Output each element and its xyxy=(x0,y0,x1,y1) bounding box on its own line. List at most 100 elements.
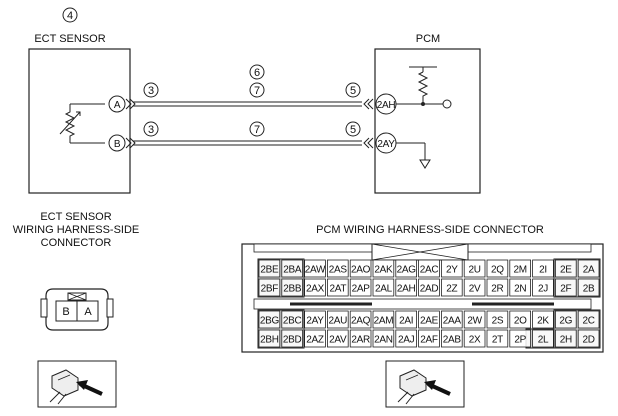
probe-icon-right xyxy=(385,360,465,408)
pcm-pin-cell xyxy=(440,310,463,329)
pcm-pin-cell xyxy=(509,259,531,278)
pcm-pin-cell xyxy=(418,310,440,329)
pcm-pin-label: 2H xyxy=(560,335,572,346)
pcm-pin-label: 2K xyxy=(537,316,549,327)
pcm-pin-cell xyxy=(372,329,395,348)
pcm-pin-cell xyxy=(304,310,326,329)
pcm-pin-cell xyxy=(463,278,486,297)
pcm-pin-label: 2AC xyxy=(420,265,439,276)
pcm-pin-cell xyxy=(555,310,577,329)
pcm-pin-label: 2AZ xyxy=(306,335,324,346)
pcm-pin-label: 2BA xyxy=(283,265,302,276)
pcm-pin-label: 2AS xyxy=(329,265,348,276)
pcm-pin-label: 2AP xyxy=(352,284,371,295)
pcm-pin-cell xyxy=(463,259,486,278)
pcm-pin-label: 2AK xyxy=(374,265,393,276)
pcm-pin-cell xyxy=(532,310,554,329)
pcm-side-chevrons xyxy=(363,98,374,149)
pcm-pin-cell xyxy=(486,259,509,278)
svg-text:7: 7 xyxy=(254,124,260,136)
ect-terminal-b: B xyxy=(108,134,126,152)
pcm-pin-cell xyxy=(532,329,554,348)
pcm-pin-label: 2T xyxy=(492,335,503,346)
ect-sensor-title: ECT SENSOR xyxy=(34,33,105,45)
svg-text:A: A xyxy=(114,100,121,111)
pcm-pin-label: 2Y xyxy=(446,265,458,276)
pcm-pin-label: 2AT xyxy=(329,284,346,295)
pcm-pin-cell xyxy=(532,278,554,297)
pcm-pin-cell xyxy=(372,278,395,297)
pcm-pin-cell xyxy=(258,310,281,329)
pcm-pin-label: 2AR xyxy=(351,335,370,346)
pcm-pin-label: 2A xyxy=(583,265,595,276)
ect-connector-face: B A xyxy=(40,288,114,331)
svg-text:5: 5 xyxy=(350,85,356,97)
ect-connector-caption-2: WIRING HARNESS-SIDE xyxy=(13,224,140,236)
pcm-pin-cell xyxy=(486,278,509,297)
pcm-pin-label: 2P xyxy=(514,335,526,346)
pcm-pin-label: 2AA xyxy=(443,316,462,327)
pcm-pin-label: 2AM xyxy=(374,316,394,327)
pcm-pin-cell xyxy=(577,329,600,348)
pcm-pin-cell xyxy=(304,259,326,278)
svg-text:2AH: 2AH xyxy=(377,100,396,111)
pcm-pin-cell xyxy=(555,259,577,278)
pcm-pin-label: 2AY xyxy=(306,316,324,327)
pcm-pin-cell xyxy=(577,278,600,297)
pcm-pin-cell xyxy=(418,278,440,297)
svg-text:3: 3 xyxy=(148,124,154,136)
pcm-pin-label: 2C xyxy=(583,316,595,327)
pcm-pin-cell xyxy=(304,329,326,348)
svg-text:4: 4 xyxy=(67,10,73,22)
pcm-pin-cell xyxy=(395,259,417,278)
pcm-pin-label: 2B xyxy=(583,284,595,295)
pcm-pin-label: 2AF xyxy=(420,335,438,346)
pcm-pin-label: 2O xyxy=(514,316,527,327)
probe-icon-left xyxy=(37,360,117,408)
pcm-pin-label: 2AL xyxy=(375,284,393,295)
pcm-pin-label: 2J xyxy=(538,284,548,295)
pcm-pin-cell xyxy=(395,310,417,329)
pcm-pin-cell xyxy=(395,329,417,348)
wire-b xyxy=(133,140,362,146)
pcm-pin-cell xyxy=(349,278,372,297)
wire-number-right-b: 5 xyxy=(345,121,361,137)
pcm-pin-label: 2AE xyxy=(420,316,439,327)
pcm-pin-label: 2AH xyxy=(397,284,416,295)
pcm-pin-cell xyxy=(372,310,395,329)
pcm-pin-label: 2AB xyxy=(443,335,462,346)
wire-number-mid-7-top: 7 xyxy=(249,82,265,98)
pcm-pin-cell xyxy=(326,310,349,329)
pcm-pin-label: 2F xyxy=(560,284,571,295)
pcm-pin-cell xyxy=(555,329,577,348)
pcm-pin-label: 2U xyxy=(469,265,481,276)
thermistor-icon xyxy=(59,103,105,144)
pcm-pin-cell xyxy=(555,278,577,297)
svg-text:3: 3 xyxy=(148,85,154,97)
pcm-internal-circuit xyxy=(396,66,452,169)
svg-text:6: 6 xyxy=(254,67,260,79)
pcm-pin-label: 2Z xyxy=(446,284,457,295)
pcm-pin-cell xyxy=(463,310,486,329)
pcm-pin-label: 2AN xyxy=(374,335,393,346)
pcm-pin-label: 2AX xyxy=(306,284,325,295)
pcm-pin-cell xyxy=(258,278,281,297)
pcm-pin-cell xyxy=(486,310,509,329)
pcm-pin-cell xyxy=(281,259,303,278)
pcm-pin-label: 2G xyxy=(559,316,572,327)
pcm-pin-label: 2AG xyxy=(397,265,417,276)
pcm-pin-label: 2AU xyxy=(329,316,348,327)
pcm-pin-cell xyxy=(304,278,326,297)
wire-number-right-a: 5 xyxy=(345,82,361,98)
pcm-pin-cell xyxy=(577,259,600,278)
pcm-pin-cell xyxy=(418,329,440,348)
pcm-pin-label: 2BF xyxy=(261,284,279,295)
pcm-pin-label: 2L xyxy=(538,335,549,346)
pcm-pin-label: 2E xyxy=(560,265,572,276)
pcm-pin-label: 2AJ xyxy=(398,335,415,346)
pcm-pin-label: 2BE xyxy=(260,265,279,276)
wire-a xyxy=(133,101,362,107)
pcm-pin-cell xyxy=(532,259,554,278)
sensor-side-chevrons xyxy=(125,98,136,149)
